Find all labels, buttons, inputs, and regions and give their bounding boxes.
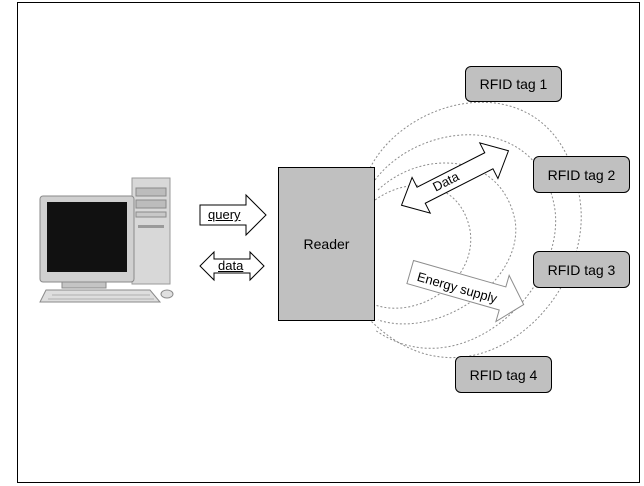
data-arrow bbox=[199, 250, 265, 282]
rfid-tag-label: RFID tag 1 bbox=[479, 76, 548, 92]
rfid-tag-1: RFID tag 1 bbox=[465, 66, 562, 102]
rfid-tag-4: RFID tag 4 bbox=[455, 356, 552, 393]
query-arrow bbox=[199, 193, 267, 237]
reader-label: Reader bbox=[303, 236, 350, 252]
energy-arrow bbox=[406, 259, 525, 323]
field-arc bbox=[374, 184, 472, 309]
field-arc bbox=[374, 134, 557, 349]
field-arc bbox=[377, 162, 517, 325]
rfid-tag-label: RFID tag 4 bbox=[469, 366, 538, 383]
field-arcs bbox=[369, 101, 582, 358]
field-arc bbox=[369, 101, 582, 358]
query-label: query bbox=[208, 207, 241, 222]
data-field-arrow bbox=[400, 142, 510, 214]
rfid-tag-2: RFID tag 2 bbox=[533, 156, 630, 193]
rfid-tag-label: RFID tag 3 bbox=[547, 261, 616, 278]
rfid-tag-label: RFID tag 2 bbox=[547, 166, 616, 183]
reader-box: Reader bbox=[278, 167, 375, 321]
rfid-tag-3: RFID tag 3 bbox=[533, 251, 630, 288]
data-label: data bbox=[218, 258, 244, 273]
computer-icon bbox=[39, 177, 174, 303]
